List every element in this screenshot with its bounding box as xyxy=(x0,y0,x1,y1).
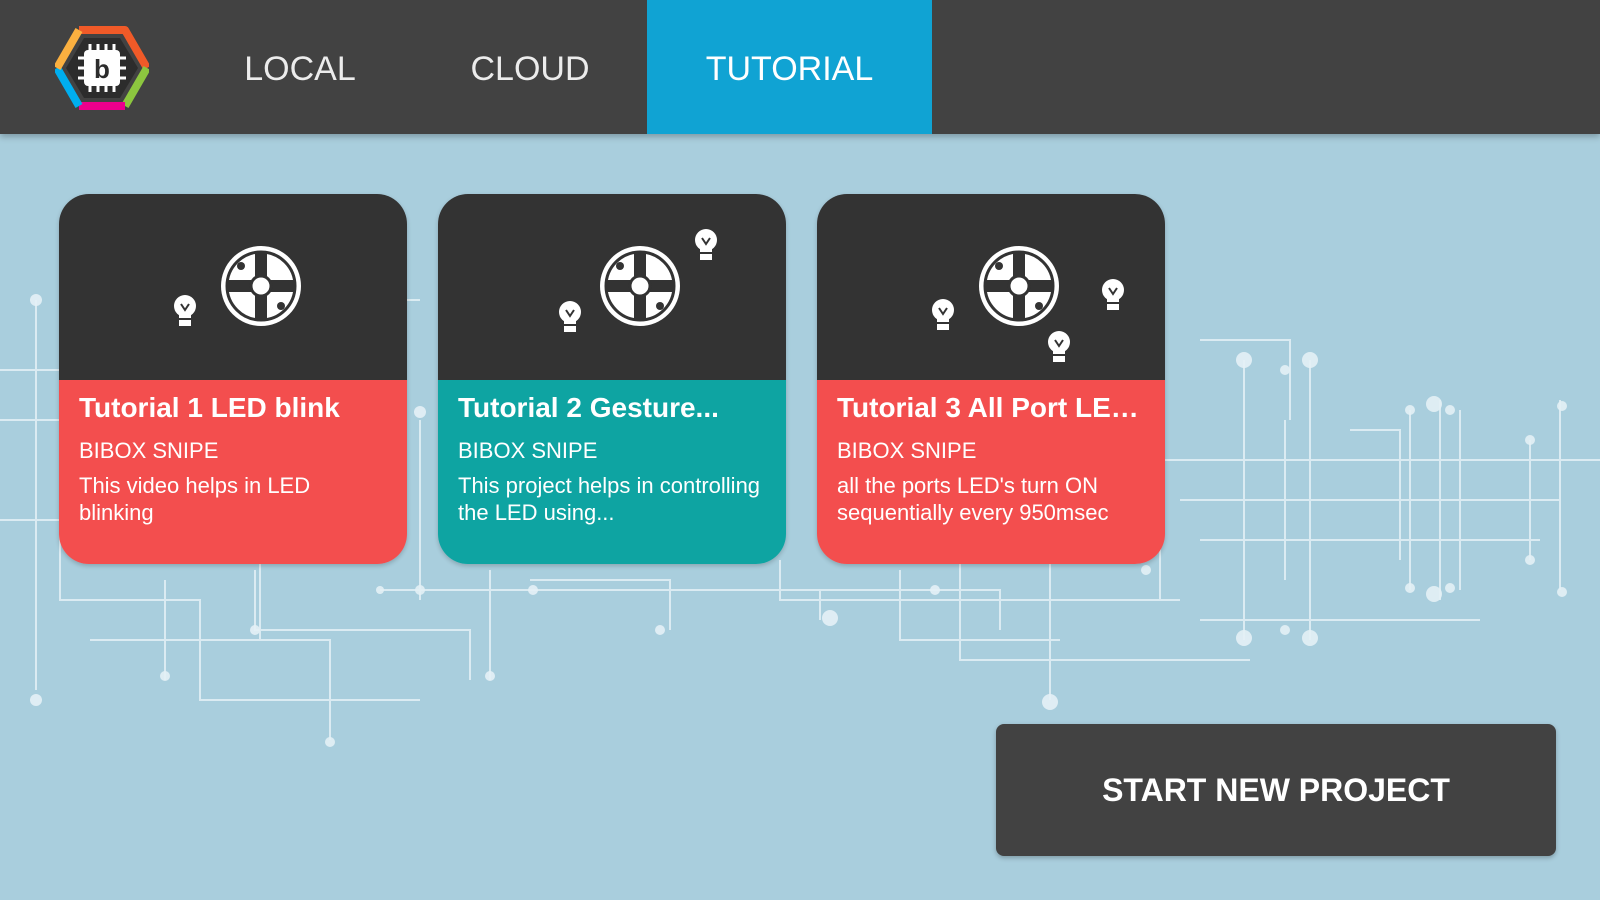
robot-board-icon xyxy=(600,246,680,326)
tab-tutorial[interactable]: TUTORIAL xyxy=(647,0,932,134)
tutorial-card-body: Tutorial 1 LED blink BIBOX SNIPE This vi… xyxy=(59,380,407,564)
tutorial-card[interactable]: Tutorial 1 LED blink BIBOX SNIPE This vi… xyxy=(59,194,407,564)
led-bulb-icon xyxy=(695,229,717,260)
tab-local[interactable]: LOCAL xyxy=(244,50,356,88)
svg-text:b: b xyxy=(94,54,110,84)
led-bulb-icon xyxy=(174,295,196,326)
tutorial-thumbnail xyxy=(438,194,786,380)
top-navigation-bar: b LOCAL CLOUD TUTORIAL xyxy=(0,0,1600,134)
robot-board-icon xyxy=(221,246,301,326)
tab-cloud[interactable]: CLOUD xyxy=(470,50,590,88)
tutorial-description: This video helps in LED blinking xyxy=(79,473,311,525)
tutorial-thumbnail xyxy=(59,194,407,380)
bibox-hexagon-logo-icon[interactable]: b xyxy=(53,26,151,110)
tutorial-thumbnail xyxy=(817,194,1165,380)
led-bulb-icon xyxy=(932,299,954,330)
tutorial-description: all the ports LED's turn ON sequentially… xyxy=(837,473,1109,525)
led-bulb-icon xyxy=(559,301,581,332)
tutorial-card[interactable]: Tutorial 3 All Port LED... BIBOX SNIPE a… xyxy=(817,194,1165,564)
start-new-project-button[interactable]: START NEW PROJECT xyxy=(996,724,1556,856)
tutorial-title: Tutorial 2 Gesture... xyxy=(458,392,719,423)
tutorial-card[interactable]: Tutorial 2 Gesture... BIBOX SNIPE This p… xyxy=(438,194,786,564)
led-bulb-icon xyxy=(1048,331,1070,362)
tutorial-author: BIBOX SNIPE xyxy=(79,438,219,463)
robot-board-icon xyxy=(979,246,1059,326)
tutorial-author: BIBOX SNIPE xyxy=(458,438,598,463)
tutorial-title: Tutorial 1 LED blink xyxy=(79,392,340,423)
tutorial-title: Tutorial 3 All Port LED... xyxy=(837,392,1147,423)
led-bulb-icon xyxy=(1102,279,1124,310)
tutorial-author: BIBOX SNIPE xyxy=(837,438,977,463)
tutorial-card-body: Tutorial 3 All Port LED... BIBOX SNIPE a… xyxy=(817,380,1165,564)
tutorial-description: This project helps in controlling the LE… xyxy=(458,473,761,525)
tutorial-card-body: Tutorial 2 Gesture... BIBOX SNIPE This p… xyxy=(438,380,786,564)
